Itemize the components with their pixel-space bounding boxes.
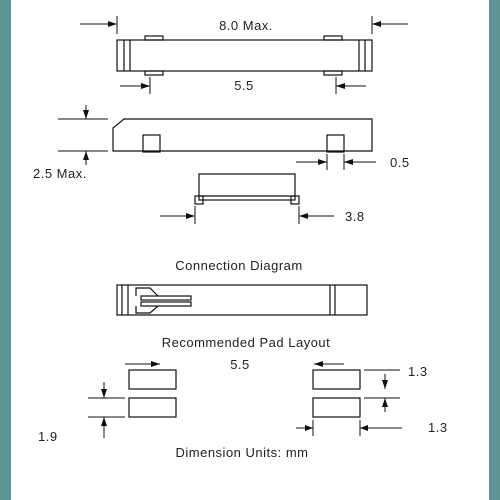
connection-diagram-heading: Connection Diagram — [175, 258, 303, 273]
height-label: 2.5 Max. — [33, 166, 87, 181]
pad-top-right — [312, 369, 361, 390]
lead-wire-bottom — [135, 305, 159, 314]
connection-body — [116, 284, 368, 316]
side-lead-2 — [326, 134, 345, 153]
end-lead-left — [194, 195, 204, 205]
pad-layout-heading: Recommended Pad Layout — [162, 335, 331, 350]
pad-spacing-label: 5.5 — [230, 357, 250, 372]
pad-row-span-label: 1.9 — [38, 429, 58, 444]
dimension-units-note: Dimension Units: mm — [175, 445, 308, 460]
overall-length-label: 8.0 Max. — [219, 18, 273, 33]
side-view: 2.5 Max. 0.5 — [33, 105, 410, 181]
top-lead-1 — [144, 35, 164, 41]
side-view-body — [112, 118, 373, 152]
top-view-body — [116, 39, 373, 72]
pad-width-label: 1.3 — [428, 420, 448, 435]
side-lead-1 — [142, 134, 161, 153]
top-lead-3 — [144, 70, 164, 76]
top-lead-2 — [323, 35, 343, 41]
body-width-label: 3.8 — [345, 209, 365, 224]
lead-wire-top — [135, 287, 159, 297]
pitch-label: 5.5 — [234, 78, 254, 93]
pad-bottom-left — [128, 397, 177, 418]
top-lead-4 — [323, 70, 343, 76]
crystal-electrode-top — [140, 295, 192, 301]
crystal-electrode-bottom — [140, 301, 192, 307]
pad-height-label: 1.3 — [408, 364, 428, 379]
pad-bottom-right — [312, 397, 361, 418]
top-view: 8.0 Max. 5.5 — [80, 16, 408, 94]
end-view-body — [198, 173, 296, 201]
pad-layout: 5.5 1.3 1.3 1.9 — [38, 357, 448, 444]
lead-width-label: 0.5 — [390, 155, 410, 170]
connection-diagram — [116, 284, 368, 316]
end-view: 3.8 — [160, 173, 365, 224]
pad-top-left — [128, 369, 177, 390]
end-lead-right — [290, 195, 300, 205]
